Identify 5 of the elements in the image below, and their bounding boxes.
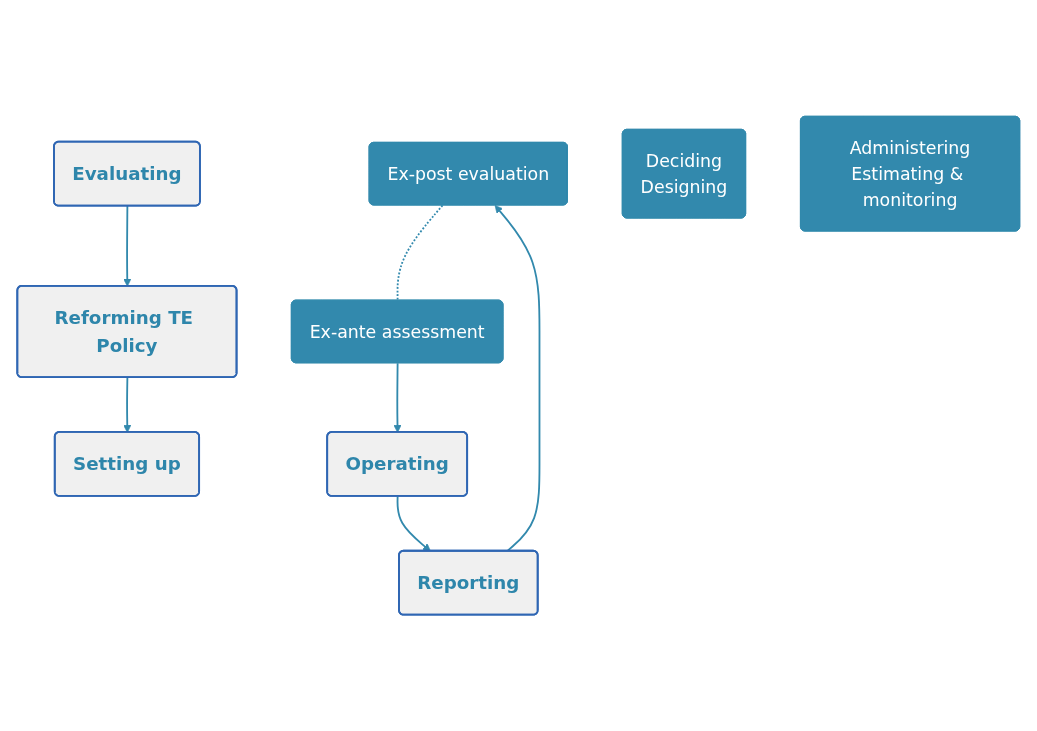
arrow	[123, 205, 132, 287]
arrow	[123, 376, 132, 433]
connector	[396, 204, 444, 302]
arrow	[393, 362, 402, 433]
arrow	[396, 495, 431, 552]
